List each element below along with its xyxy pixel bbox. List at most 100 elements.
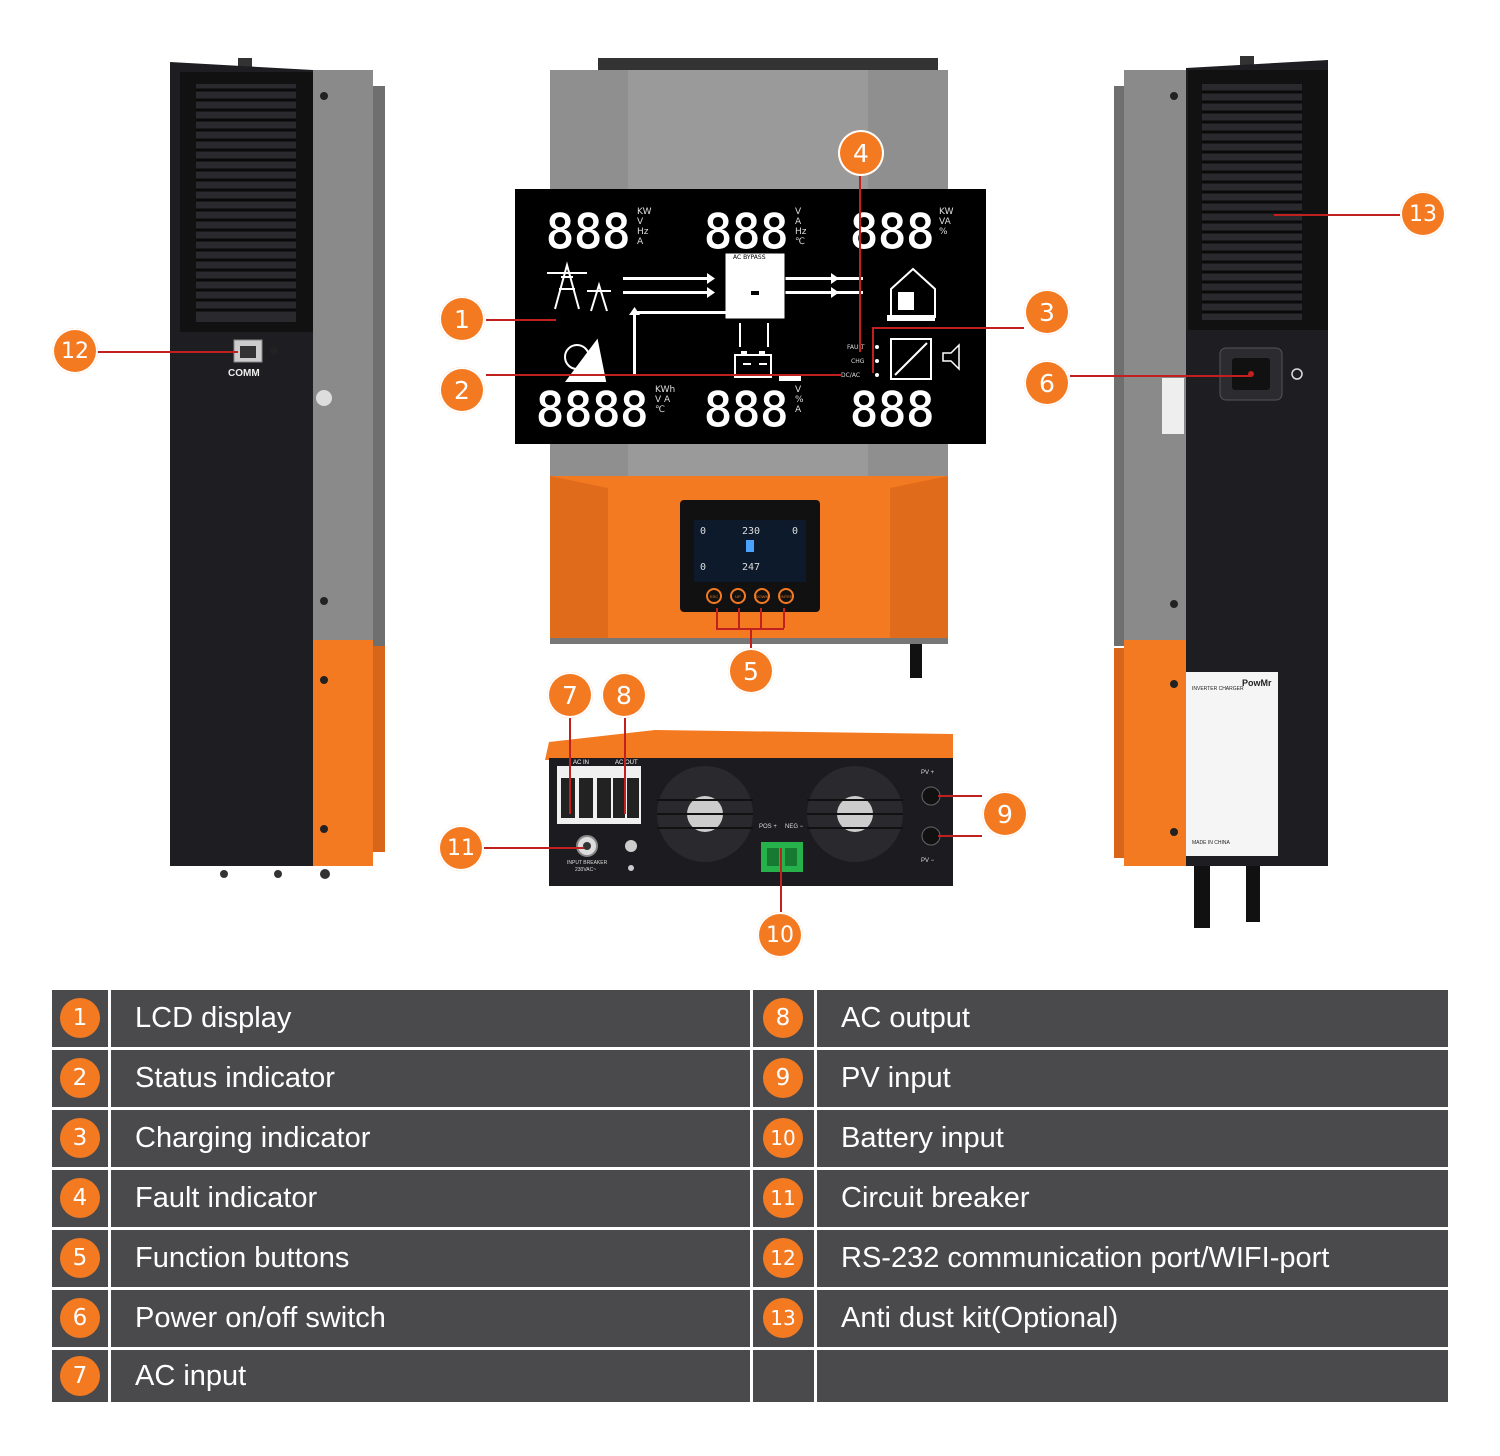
leader-1 <box>486 319 556 321</box>
grid-tower-icon <box>547 261 611 312</box>
legend-badge: 5 <box>60 1238 100 1278</box>
legend-text: Fault indicator <box>111 1170 750 1227</box>
legend-text: Circuit breaker <box>817 1170 1448 1227</box>
leader-5d <box>783 608 785 628</box>
callout-5: 5 <box>728 648 774 694</box>
callout-13: 13 <box>1400 191 1446 237</box>
pos-label: POS + <box>759 824 777 830</box>
legend-row: 12 RS-232 communication port/WIFI-port <box>753 1230 1448 1287</box>
button-esc[interactable]: ESC <box>706 588 722 604</box>
legend-num-cell: 12 <box>753 1230 814 1287</box>
legend-badge: 1 <box>60 998 100 1038</box>
lcd-bottom-mid-units: V % A <box>795 385 804 415</box>
lcd-bottom-left-digits: 8888 <box>534 381 649 439</box>
lcd-fault-label: FAULT <box>847 344 865 351</box>
button-down[interactable]: DOWN <box>754 588 770 604</box>
legend-text: Function buttons <box>111 1230 750 1287</box>
legend-num-cell: 9 <box>753 1050 814 1107</box>
battery-icon <box>734 351 801 381</box>
legend-num-cell: 13 <box>753 1290 814 1347</box>
leader-5c <box>760 608 762 628</box>
legend-row: 10 Battery input <box>753 1110 1448 1167</box>
left-unit-illustration <box>170 58 385 879</box>
legend-row: 9 PV input <box>753 1050 1448 1107</box>
ac-in-label: AC IN <box>573 760 590 766</box>
lcd-top-right-units: KW VA % <box>939 207 954 237</box>
legend-badge: 10 <box>763 1118 803 1158</box>
legend-row: 8 AC output <box>753 990 1448 1047</box>
small-lcd-top-left: 0 <box>700 526 707 537</box>
lcd-bottom-mid-digits: 888 <box>702 381 789 439</box>
comm-port-label: COMM <box>228 368 260 379</box>
callout-4: 4 <box>838 130 884 176</box>
bottom-unit: AC IN AC OUT INPUT BREAKER 230VAC~ POS +… <box>545 730 955 888</box>
legend-text: Power on/off switch <box>111 1290 750 1347</box>
legend-num-cell: 5 <box>52 1230 108 1287</box>
lcd-chg-label: CHG <box>851 358 865 365</box>
leader-9a <box>938 795 982 797</box>
button-enter[interactable]: ENTER <box>778 588 794 604</box>
small-lcd-top-mid: 230 <box>742 526 761 537</box>
bottom-unit-illustration <box>545 730 953 886</box>
lcd-top-left-units: KW V Hz A <box>637 207 652 247</box>
callout-7: 7 <box>547 672 593 718</box>
neg-label: NEG − <box>785 824 804 830</box>
legend-row: 4 Fault indicator <box>52 1170 750 1227</box>
legend-text: AC output <box>817 990 1448 1047</box>
leader-5h <box>716 628 784 630</box>
right-unit-illustration <box>1114 56 1328 928</box>
lcd-flow-diagram <box>547 252 960 382</box>
legend-num-cell: 7 <box>52 1350 108 1402</box>
small-lcd: 0 230 0 0 247 <box>694 520 806 582</box>
lcd-dcac-label: DC/AC <box>841 372 861 379</box>
mute-icon <box>942 343 960 371</box>
leader-8 <box>624 718 626 814</box>
legend-num-cell: 10 <box>753 1110 814 1167</box>
right-side-unit: PowMr INVERTER CHARGER MADE IN CHINA <box>1114 56 1332 930</box>
legend-num-cell: 11 <box>753 1170 814 1227</box>
leader-13 <box>1274 214 1400 216</box>
leader-12 <box>98 351 238 353</box>
legend-badge: 8 <box>763 998 803 1038</box>
legend-num-cell <box>753 1350 814 1402</box>
legend-badge: 11 <box>763 1178 803 1218</box>
product-label: PowMr INVERTER CHARGER MADE IN CHINA <box>1186 672 1278 856</box>
load-icon <box>890 338 932 380</box>
legend-num-cell: 2 <box>52 1050 108 1107</box>
legend-num-cell: 1 <box>52 990 108 1047</box>
legend-row-empty <box>753 1350 1448 1402</box>
legend-badge: 12 <box>763 1238 803 1278</box>
legend-table: 1 LCD display 2 Status indicator 3 Charg… <box>52 990 1448 1402</box>
leader-11 <box>484 847 584 849</box>
legend-badge: 2 <box>60 1058 100 1098</box>
legend-text: LCD display <box>111 990 750 1047</box>
legend-num-cell: 4 <box>52 1170 108 1227</box>
legend-row: 5 Function buttons <box>52 1230 750 1287</box>
label-made-in: MADE IN CHINA <box>1192 840 1230 846</box>
lcd-top-mid-digits: 888 <box>702 203 789 261</box>
lcd-top-mid-units: V A Hz ℃ <box>795 207 807 247</box>
lcd-bottom-right-digits: 888 <box>848 381 935 439</box>
legend-badge: 7 <box>60 1356 100 1396</box>
leader-9b <box>938 835 982 837</box>
lcd-bypass-label: AC BYPASS <box>733 254 766 261</box>
legend-row: 13 Anti dust kit(Optional) <box>753 1290 1448 1347</box>
callout-2: 2 <box>439 367 485 413</box>
legend-text: Battery input <box>817 1110 1448 1167</box>
label-title: INVERTER CHARGER <box>1192 686 1244 692</box>
leader-5 <box>750 628 752 648</box>
leader-3 <box>874 327 1024 329</box>
legend-text: PV input <box>817 1050 1448 1107</box>
callout-3: 3 <box>1024 289 1070 335</box>
callout-12: 12 <box>52 328 98 374</box>
function-buttons: ESC UP DOWN ENTER <box>704 588 804 604</box>
callout-10: 10 <box>757 912 803 958</box>
leader-5b <box>738 608 740 628</box>
legend-row: 3 Charging indicator <box>52 1110 750 1167</box>
callout-8: 8 <box>601 672 647 718</box>
legend-text: AC input <box>111 1350 750 1402</box>
button-up[interactable]: UP <box>730 588 746 604</box>
legend-text: Charging indicator <box>111 1110 750 1167</box>
left-side-unit: COMM <box>168 58 388 880</box>
lcd-top-left-digits: 888 <box>544 203 631 261</box>
